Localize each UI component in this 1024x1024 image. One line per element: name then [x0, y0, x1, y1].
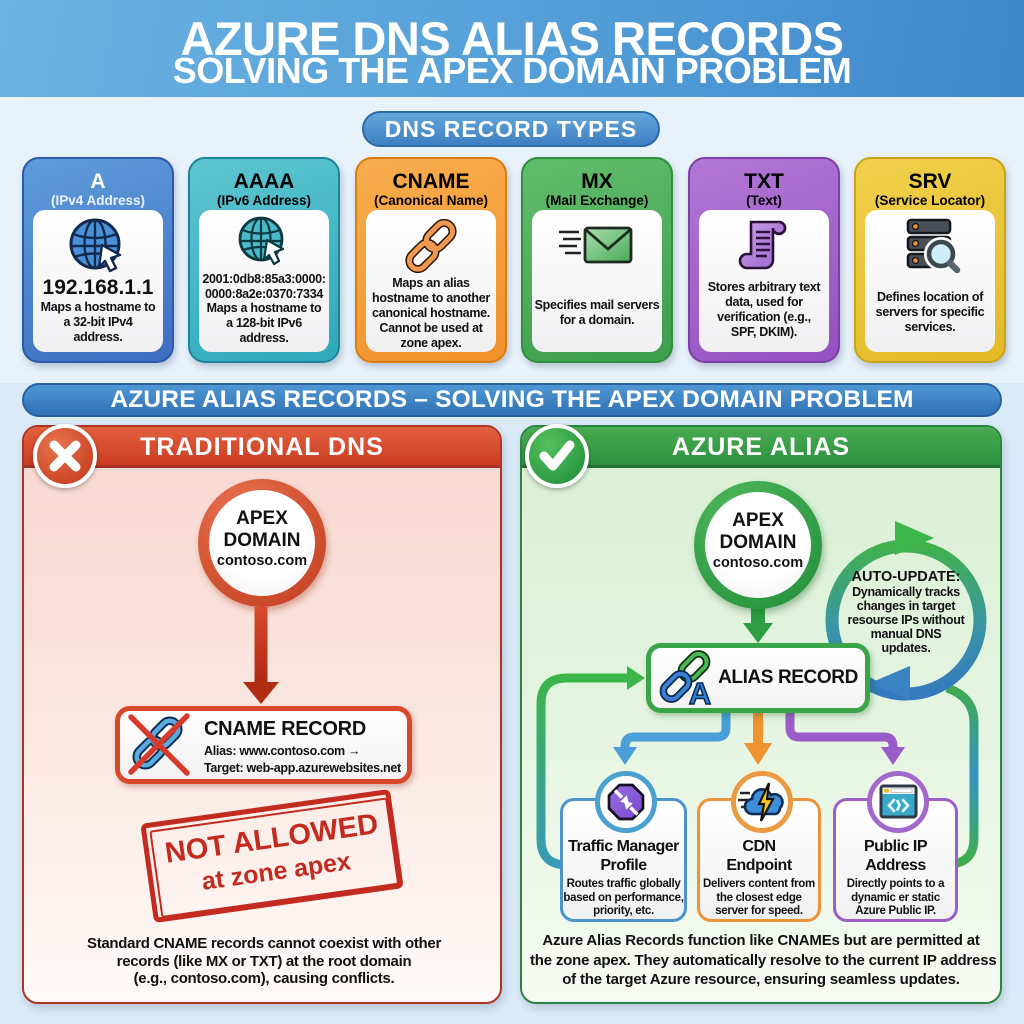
svg-text:A: A: [689, 676, 711, 708]
